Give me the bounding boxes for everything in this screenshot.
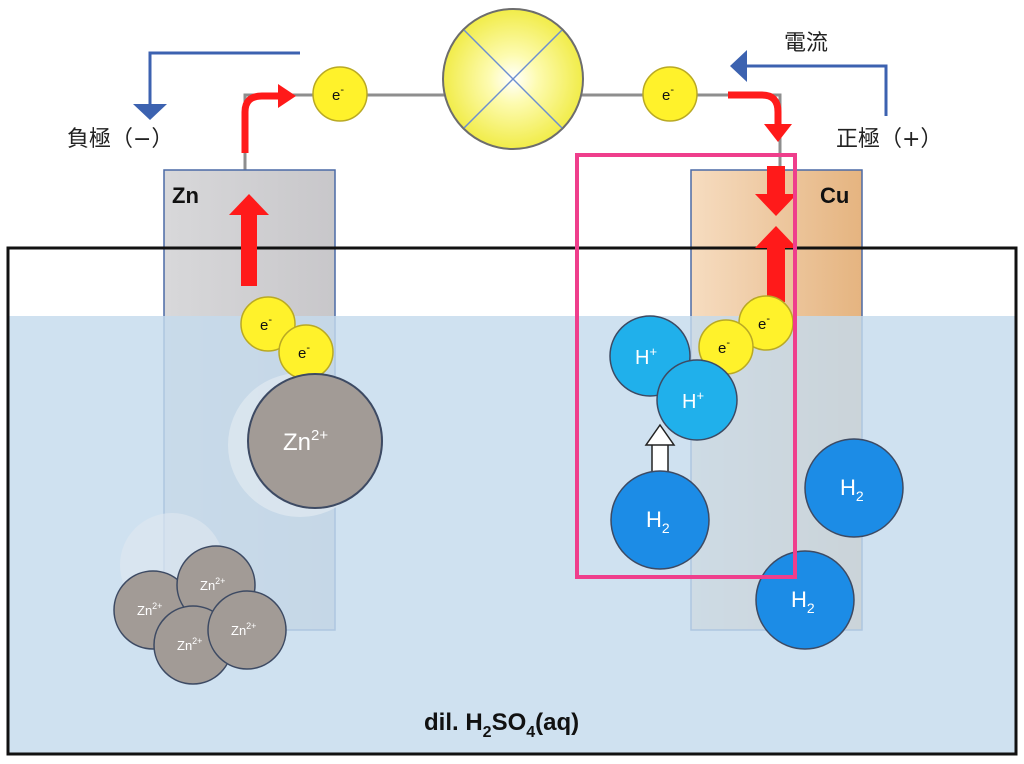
current-arrow-right xyxy=(730,50,888,116)
svg-text:H2: H2 xyxy=(840,475,864,504)
solution-label: dil. H2SO4(aq) xyxy=(424,709,579,741)
electron-down-arrow-copper xyxy=(755,166,797,216)
light-bulb-icon xyxy=(442,8,584,150)
svg-text:Zn2+: Zn2+ xyxy=(200,576,225,593)
current-label: 電流 xyxy=(784,31,828,56)
electron: e- xyxy=(312,66,368,122)
beaker xyxy=(6,246,1018,756)
hydrogen-ion: H+ xyxy=(656,359,738,441)
svg-text:Zn2+: Zn2+ xyxy=(177,636,202,653)
electron-up-arrow-copper xyxy=(755,226,797,302)
svg-text:Zn2+: Zn2+ xyxy=(231,621,256,638)
zinc-label: Zn xyxy=(172,183,199,208)
electron-flow-arrow-zn xyxy=(241,84,296,153)
current-arrow-left xyxy=(133,51,300,120)
highlight-box xyxy=(575,153,797,579)
svg-text:e-: e- xyxy=(758,313,770,333)
electron: e- xyxy=(240,296,296,352)
svg-text:e-: e- xyxy=(260,314,272,334)
electron: e- xyxy=(642,66,698,122)
positive-electrode-label: 正極（+） xyxy=(836,127,942,152)
negative-electrode-label: 負極（−） xyxy=(67,127,173,152)
hydrogen-molecule: H2 xyxy=(610,470,710,570)
svg-text:Zn2+: Zn2+ xyxy=(283,427,328,456)
electron-up-arrow-zinc xyxy=(229,194,269,286)
hydrogen-molecule: H2 xyxy=(755,550,855,650)
hydrogen-molecule: H2 xyxy=(804,438,904,538)
zinc-ion: Zn2+ xyxy=(207,590,287,670)
electron-flow-arrow-cu xyxy=(728,91,792,142)
copper-label: Cu xyxy=(820,183,849,208)
svg-text:H2: H2 xyxy=(791,587,815,616)
electron: e- xyxy=(278,324,334,380)
svg-text:H+: H+ xyxy=(682,388,704,413)
svg-text:H+: H+ xyxy=(635,344,657,369)
svg-text:H2: H2 xyxy=(646,507,670,536)
svg-text:e-: e- xyxy=(298,342,310,362)
svg-text:e-: e- xyxy=(662,84,674,104)
svg-text:Zn2+: Zn2+ xyxy=(137,601,162,618)
svg-text:e-: e- xyxy=(718,337,730,357)
zinc-ion: Zn2+ xyxy=(247,373,383,509)
svg-text:e-: e- xyxy=(332,84,344,104)
